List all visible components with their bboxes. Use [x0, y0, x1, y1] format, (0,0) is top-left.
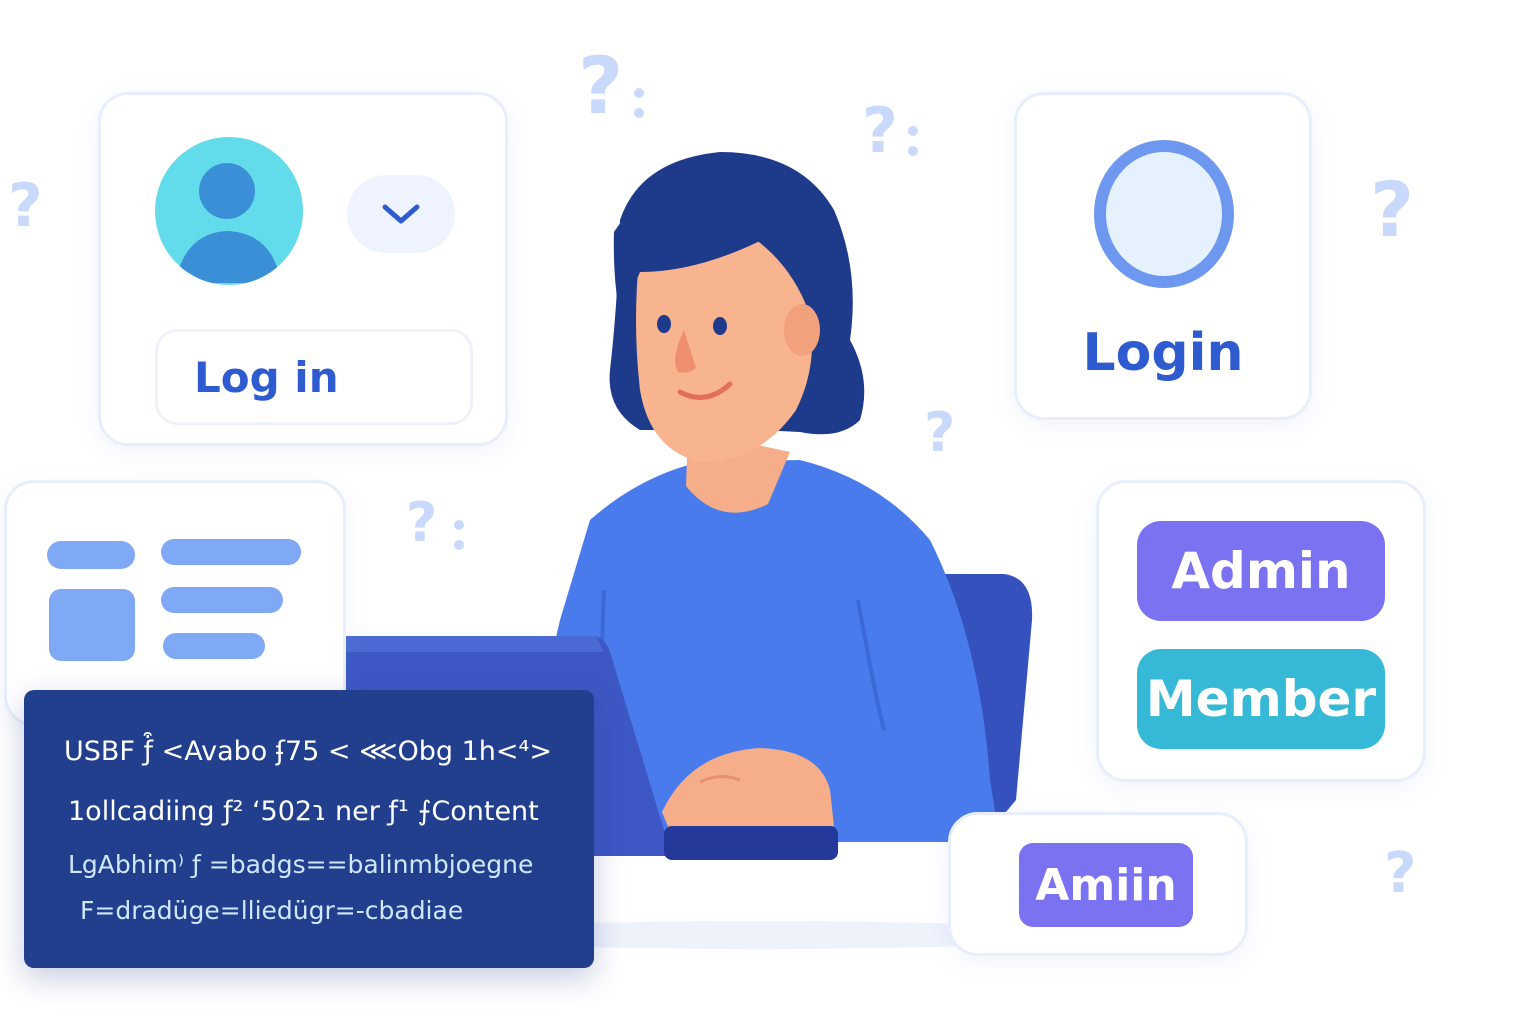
login-label[interactable]: Login: [1082, 323, 1244, 383]
question-mark-decoration: ?: [1384, 841, 1417, 906]
list-skeleton-icon: [47, 539, 301, 661]
question-mark-decoration: ?: [862, 94, 898, 167]
code-panel: USBF ƒ͒ <Avabo ʄ75 < ⋘Obg 1h<⁴> 1ollcadi…: [24, 690, 594, 968]
code-line: F=dradüge=lliedügr=-cbadiae: [80, 896, 464, 925]
code-line: LgAbhim⁾ ƒ =badgs==balinmbjoegne: [68, 850, 534, 879]
admin-role-button[interactable]: Admin: [1137, 521, 1385, 621]
empty-avatar-ring-icon: [1094, 140, 1234, 288]
login-button-label: Log in: [194, 352, 339, 402]
login-card-right: Login: [1014, 92, 1312, 420]
member-role-button[interactable]: Member: [1137, 649, 1385, 749]
small-role-card: Amiin: [948, 812, 1248, 956]
question-mark-decoration: ?: [1370, 165, 1415, 254]
dots-decoration: [454, 520, 464, 560]
user-avatar-icon[interactable]: [155, 133, 303, 291]
roles-card: Admin Member: [1096, 480, 1426, 782]
login-button[interactable]: Log in: [155, 329, 473, 425]
question-mark-decoration: ?: [8, 171, 43, 241]
question-mark-decoration: ?: [578, 42, 624, 132]
dots-decoration: [634, 88, 644, 128]
code-line: 1ollcadiing ƒ² ʻ502ɿ ner ƒ¹ ⨍Content: [68, 796, 539, 827]
login-card-left: Log in: [98, 92, 508, 446]
question-mark-decoration: ?: [924, 401, 956, 464]
amiin-role-button[interactable]: Amiin: [1019, 843, 1193, 927]
code-line: USBF ƒ͒ <Avabo ʄ75 < ⋘Obg 1h<⁴>: [64, 736, 552, 767]
question-mark-decoration: ?: [406, 491, 438, 554]
dots-decoration: [908, 126, 918, 166]
dropdown-toggle[interactable]: [347, 175, 455, 253]
chevron-down-icon: [382, 204, 420, 224]
